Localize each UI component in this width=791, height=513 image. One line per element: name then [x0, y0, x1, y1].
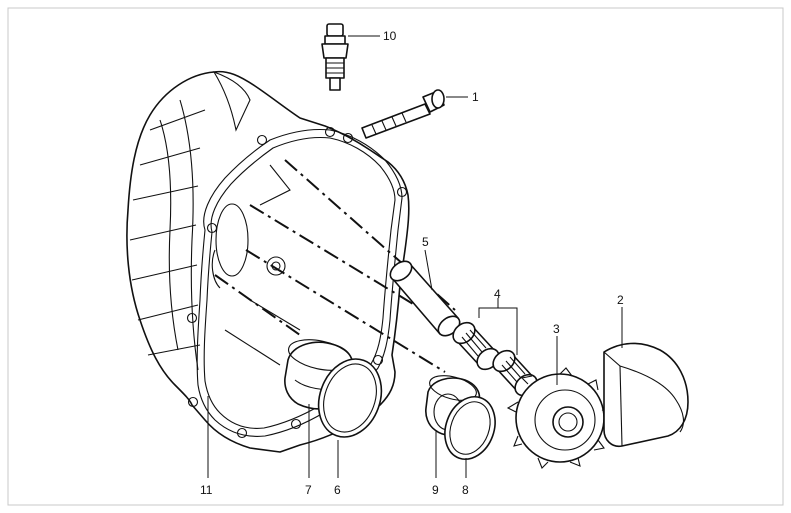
- snap-ring-small: [444, 396, 496, 460]
- callout-5: 5: [422, 235, 429, 249]
- leader-lines: [207, 35, 623, 478]
- callout-labels: 10 1 5 4 2 3 11 7 6 9 8: [200, 29, 624, 497]
- callout-9: 9: [432, 483, 439, 497]
- needle-bearing-pair: [452, 321, 538, 397]
- callout-6: 6: [334, 483, 341, 497]
- sensor-switch: [321, 23, 349, 91]
- callout-4: 4: [494, 287, 501, 301]
- snap-ring-large: [317, 358, 383, 438]
- callout-11: 11: [200, 483, 213, 497]
- bolt: [361, 89, 445, 139]
- callout-3: 3: [553, 322, 560, 336]
- callout-8: 8: [462, 483, 469, 497]
- callout-2: 2: [617, 293, 624, 307]
- callout-1: 1: [472, 90, 479, 104]
- needle-bearing-b: [492, 349, 538, 397]
- callout-10: 10: [383, 29, 397, 43]
- block-shim: [603, 342, 689, 448]
- needle-bearing-a: [452, 321, 500, 371]
- helical-gear: [506, 367, 611, 469]
- callout-7: 7: [305, 483, 312, 497]
